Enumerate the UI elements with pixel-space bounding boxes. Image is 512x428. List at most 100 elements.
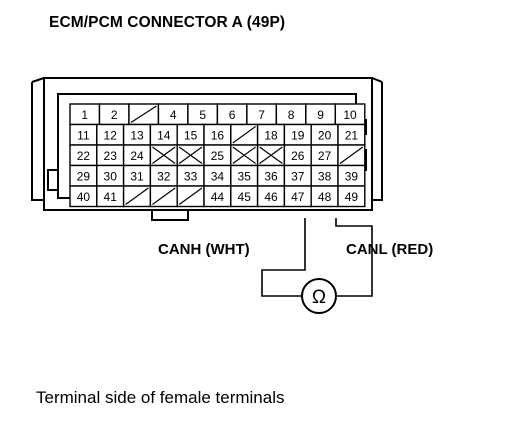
- pin-16: 16: [203, 123, 232, 146]
- wire-harness: [261, 218, 373, 297]
- wire-label-canl: CANL (RED): [346, 241, 433, 258]
- pin-number: 41: [104, 190, 118, 204]
- pin-empty: [128, 103, 160, 126]
- wire-label-canh: CANH (WHT): [158, 241, 250, 258]
- pin-empty: [149, 144, 178, 167]
- blank-mark: [130, 105, 157, 124]
- pin-number: 36: [264, 169, 278, 183]
- pin-number: 12: [104, 128, 118, 142]
- pin-40: 40: [69, 185, 98, 208]
- diagram-caption: Terminal side of female terminals: [36, 388, 285, 407]
- pin-number: 5: [199, 108, 206, 122]
- pin-empty: [230, 144, 259, 167]
- pin-number: 44: [211, 190, 225, 204]
- pin-number: 8: [288, 108, 295, 122]
- pin-number: 30: [104, 169, 118, 183]
- pin-27: 27: [310, 144, 339, 167]
- pin-empty: [230, 123, 259, 146]
- pin-34: 34: [203, 164, 232, 187]
- pin-number: 2: [111, 108, 118, 122]
- pin-32: 32: [149, 164, 178, 187]
- pin-48: 48: [310, 185, 339, 208]
- pin-number: 20: [318, 128, 332, 142]
- blank-mark: [152, 146, 176, 164]
- pin-number: 37: [291, 169, 305, 183]
- pin-number: 15: [184, 128, 198, 142]
- pin-44: 44: [203, 185, 232, 208]
- pin-13: 13: [122, 123, 152, 146]
- pin-number: 39: [345, 169, 359, 183]
- pin-15: 15: [176, 123, 205, 146]
- pin-37: 37: [283, 164, 312, 187]
- pin-41: 41: [96, 185, 125, 208]
- pin-46: 46: [256, 185, 286, 208]
- pin-6: 6: [216, 103, 248, 126]
- pin-4: 4: [157, 103, 189, 126]
- diagram-title: ECM/PCM CONNECTOR A (49P): [49, 14, 286, 31]
- pin-33: 33: [176, 164, 205, 187]
- pin-24: 24: [122, 144, 152, 167]
- pin-number: 29: [77, 169, 91, 183]
- pin-number: 21: [345, 128, 359, 142]
- pin-20: 20: [310, 123, 339, 146]
- blank-mark: [232, 126, 256, 144]
- pin-39: 39: [337, 164, 366, 187]
- pin-number: 18: [264, 128, 278, 142]
- pin-number: 19: [291, 128, 305, 142]
- pin-number: 38: [318, 169, 332, 183]
- pin-number: 26: [291, 149, 305, 163]
- blank-mark: [232, 146, 256, 164]
- pin-number: 4: [170, 108, 177, 122]
- pin-number: 25: [211, 149, 225, 163]
- pin-empty: [122, 185, 152, 208]
- blank-mark: [259, 146, 283, 164]
- pin-number: 9: [317, 108, 324, 122]
- pin-31: 31: [122, 164, 152, 187]
- pin-12: 12: [96, 123, 125, 146]
- pin-number: 33: [184, 169, 198, 183]
- pin-49: 49: [337, 185, 366, 208]
- pin-number: 49: [345, 190, 359, 204]
- pin-38: 38: [310, 164, 339, 187]
- pin-number: 11: [77, 128, 90, 142]
- pin-number: 40: [77, 190, 91, 204]
- pin-8: 8: [275, 103, 307, 126]
- pin-number: 47: [291, 190, 305, 204]
- pin-number: 7: [258, 108, 265, 122]
- pin-empty: [149, 185, 178, 208]
- pin-18: 18: [256, 123, 286, 146]
- pin-number: 27: [318, 149, 332, 163]
- pin-7: 7: [246, 103, 278, 126]
- pin-number: 16: [211, 128, 225, 142]
- pin-9: 9: [305, 103, 337, 126]
- pin-number: 13: [130, 128, 144, 142]
- pin-number: 23: [104, 149, 118, 163]
- blank-mark: [152, 187, 176, 205]
- blank-mark: [178, 146, 203, 164]
- pin-empty: [176, 185, 205, 208]
- pin-number: 10: [343, 108, 357, 122]
- ohm-symbol: Ω: [312, 287, 326, 308]
- pin-5: 5: [187, 103, 219, 126]
- pin-number: 46: [264, 190, 278, 204]
- pin-36: 36: [256, 164, 286, 187]
- pin-number: 45: [238, 190, 252, 204]
- pin-11: 11: [69, 123, 98, 146]
- pin-19: 19: [283, 123, 312, 146]
- pin-26: 26: [283, 144, 312, 167]
- pin-1: 1: [69, 103, 101, 126]
- pin-number: 24: [130, 149, 144, 163]
- pin-47: 47: [283, 185, 312, 208]
- blank-mark: [339, 146, 364, 164]
- pin-empty: [176, 144, 205, 167]
- pin-number: 6: [229, 108, 236, 122]
- pin-45: 45: [230, 185, 259, 208]
- pin-29: 29: [69, 164, 98, 187]
- pin-23: 23: [96, 144, 125, 167]
- pin-cell: [337, 185, 366, 208]
- pin-number: 1: [81, 108, 88, 122]
- ohmmeter: Ω: [301, 278, 337, 314]
- pin-number: 34: [211, 169, 225, 183]
